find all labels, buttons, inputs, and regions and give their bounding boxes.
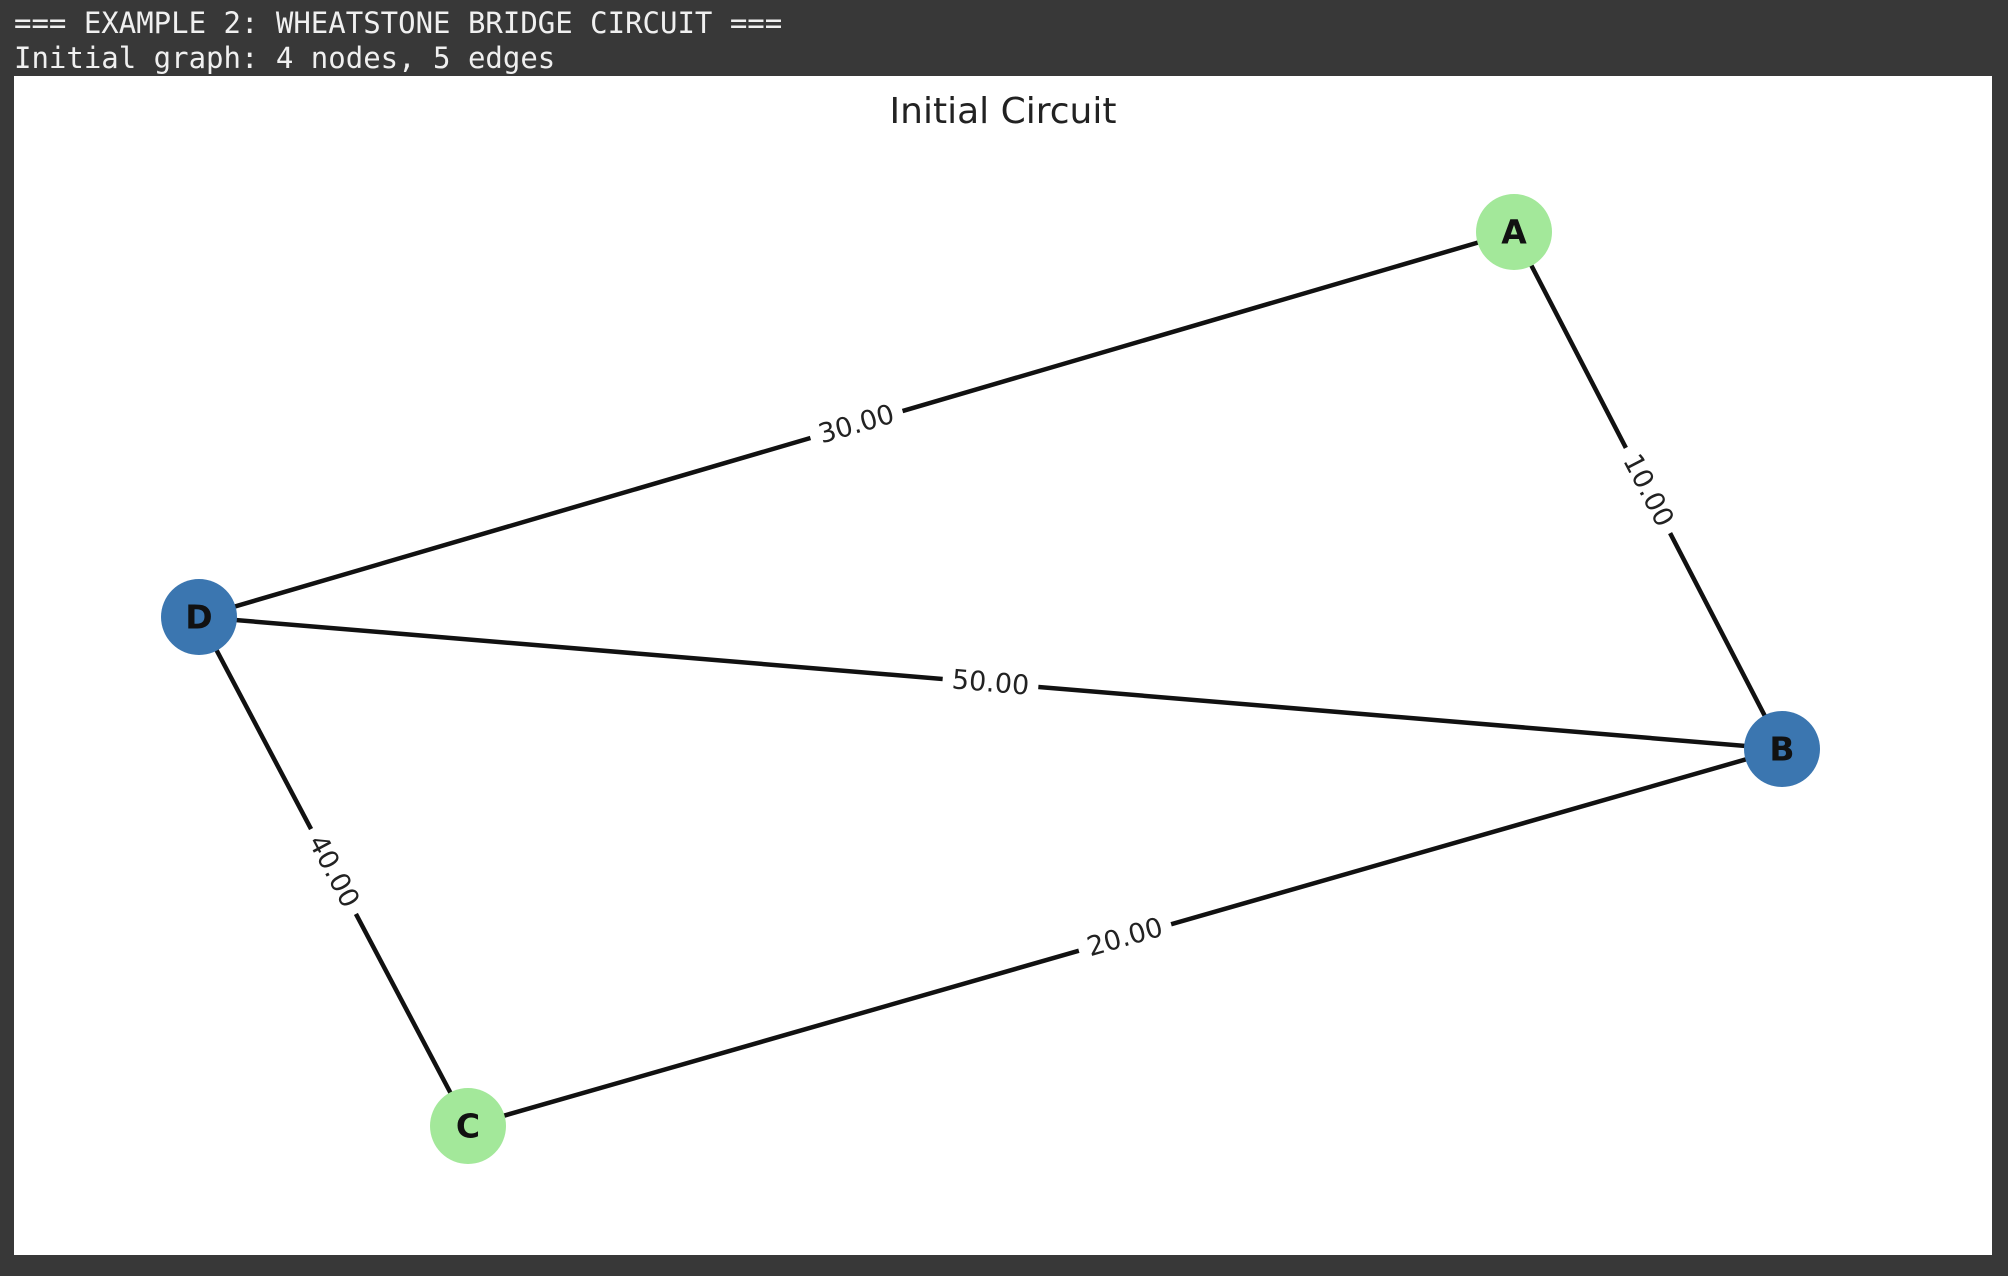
node-D: D: [161, 579, 237, 655]
node-label: C: [456, 1107, 480, 1146]
edge-label-group: 40.00: [293, 819, 374, 924]
node-A: A: [1476, 194, 1552, 270]
node-label: D: [185, 598, 212, 637]
edge-label-background: [1608, 438, 1688, 543]
figure-title: Initial Circuit: [890, 91, 1117, 132]
circuit-graph: Initial Circuit 30.00 10.00 50.00 40.00 20.0…: [161, 91, 1820, 1164]
node-circle: [1744, 711, 1820, 787]
node-label: B: [1769, 730, 1794, 769]
edge-label-background: [1073, 905, 1177, 970]
edge-label-background: [293, 819, 374, 924]
node-B: B: [1744, 711, 1820, 787]
edge-D-A: 30.00: [198, 229, 1515, 620]
edge-A-B: 10.00: [1512, 230, 1784, 751]
node-C: C: [430, 1088, 506, 1164]
edge-label-group: 50.00: [941, 659, 1040, 707]
edge-label-group: 20.00: [1073, 905, 1177, 970]
console-header-line: === EXAMPLE 2: WHEATSTONE BRIDGE CIRCUIT…: [14, 6, 783, 40]
edge-label: 50.00: [951, 664, 1031, 701]
node-circle: [1476, 194, 1552, 270]
edge-label-background: [941, 659, 1040, 707]
node-circle: [430, 1088, 506, 1164]
edge-D-B: 50.00: [198, 614, 1783, 752]
edge-label-group: 10.00: [1608, 438, 1688, 543]
circuit-figure: Initial Circuit 30.00 10.00 50.00 40.00 20.0…: [14, 76, 1992, 1255]
edge-D-C: 40.00: [197, 615, 470, 1128]
nodes-layer: A B C D: [161, 194, 1820, 1164]
console-summary-line: Initial graph: 4 nodes, 5 edges: [14, 41, 556, 75]
edge-label-background: [804, 391, 909, 458]
edge-C-B: 20.00: [467, 746, 1783, 1129]
edges-layer: 30.00 10.00 50.00 40.00 20.00: [197, 229, 1784, 1129]
node-circle: [161, 579, 237, 655]
node-label: A: [1501, 213, 1527, 252]
edge-label-group: 30.00: [804, 391, 909, 458]
